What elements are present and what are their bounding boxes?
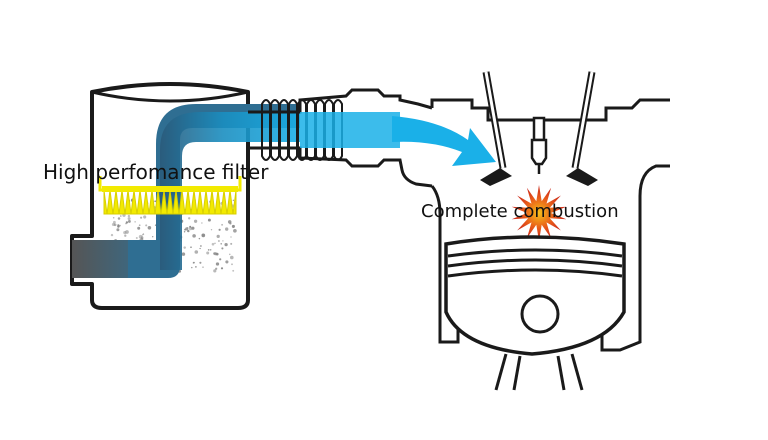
- airflow-arrow-icon: [300, 112, 496, 166]
- airflow-path: [72, 104, 300, 278]
- piston-icon: [444, 235, 626, 391]
- combustion-spark-icon: [511, 185, 567, 241]
- spark-plug-icon: [530, 116, 548, 174]
- exhaust-valve-icon: [566, 71, 598, 186]
- intake-valve-icon: [480, 71, 512, 186]
- intake-pipe-icon: [248, 88, 433, 188]
- combustion-label: Complete combustion: [421, 201, 619, 222]
- filter-label: High perfomance filter: [43, 160, 269, 184]
- air-filter-element-icon: [98, 176, 242, 215]
